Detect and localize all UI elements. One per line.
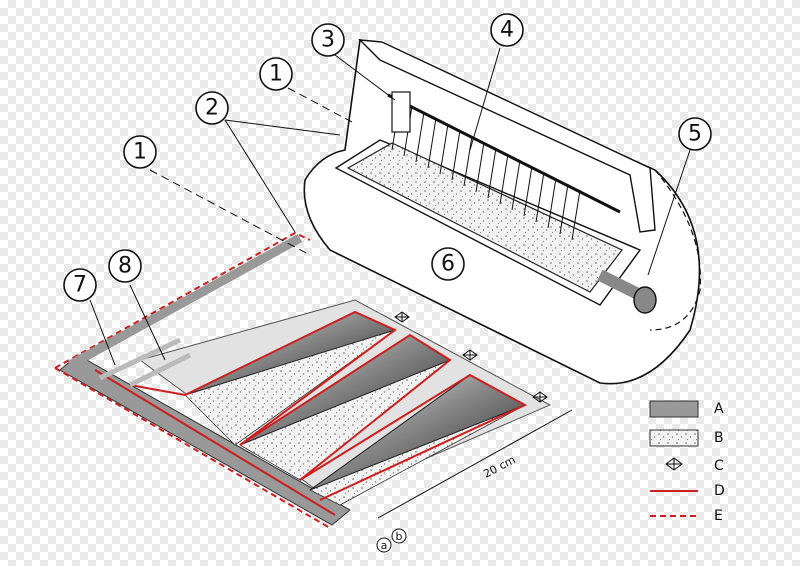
legend-label-d: D	[714, 483, 725, 499]
callout-7: 7	[63, 268, 97, 302]
dimension-line	[377, 409, 573, 519]
collector-plate	[346, 142, 623, 293]
svg-text:a: a	[381, 539, 388, 552]
outlet-end	[633, 286, 657, 314]
fin-array	[391, 99, 581, 241]
legend-label-a: A	[714, 401, 724, 417]
callout-6: 6	[431, 247, 465, 281]
svg-text:6: 6	[441, 252, 455, 277]
leader-lines	[89, 47, 691, 366]
cross-marker-2	[462, 349, 478, 361]
svg-text:5: 5	[688, 122, 702, 147]
legend-label-e: E	[714, 508, 723, 524]
legend-label-b: B	[714, 430, 724, 446]
legend-swatch-cross-diamond-icon	[665, 457, 683, 471]
callout-1a: 1	[123, 135, 157, 169]
callout-5: 5	[678, 117, 712, 151]
cylinder-lid	[358, 39, 656, 233]
legend-label-c: C	[714, 458, 724, 474]
callout-8: 8	[108, 249, 142, 283]
legend-item-c: C	[665, 457, 724, 474]
svg-text:b: b	[396, 530, 403, 543]
svg-text:2: 2	[205, 96, 219, 121]
flat-plate-assembly: 20 cm	[54, 231, 573, 529]
svg-text:8: 8	[118, 254, 132, 279]
branch-pipe	[98, 337, 182, 381]
legend-item-a: A	[649, 400, 724, 418]
marker-b: b	[391, 528, 407, 544]
inlet-pipe	[67, 234, 303, 369]
legend: A B C D E	[649, 400, 725, 524]
legend-swatch-grey	[649, 400, 699, 418]
legend-item-d: D	[650, 483, 725, 499]
marker-a: a	[376, 537, 392, 553]
cross-marker-1	[394, 311, 410, 323]
callout-3: 3	[311, 23, 345, 57]
flow-path-dashed	[54, 231, 331, 529]
cross-marker-3	[532, 391, 548, 403]
branch-pipe-2	[128, 352, 192, 388]
legend-item-b: B	[649, 429, 724, 447]
legend-item-e: E	[650, 508, 723, 524]
flow-path-solid	[94, 310, 528, 516]
svg-text:4: 4	[500, 18, 514, 43]
callout-1b: 1	[259, 57, 293, 91]
svg-text:7: 7	[73, 273, 87, 298]
legend-swatch-dotted	[649, 429, 699, 447]
svg-text:1: 1	[133, 140, 147, 165]
fin-top-bar	[387, 93, 621, 214]
svg-text:1: 1	[269, 62, 283, 87]
cylinder-assembly	[303, 38, 702, 385]
end-block	[391, 91, 411, 133]
callout-2: 2	[195, 91, 229, 125]
callout-4: 4	[490, 13, 524, 47]
svg-text:3: 3	[321, 28, 335, 53]
